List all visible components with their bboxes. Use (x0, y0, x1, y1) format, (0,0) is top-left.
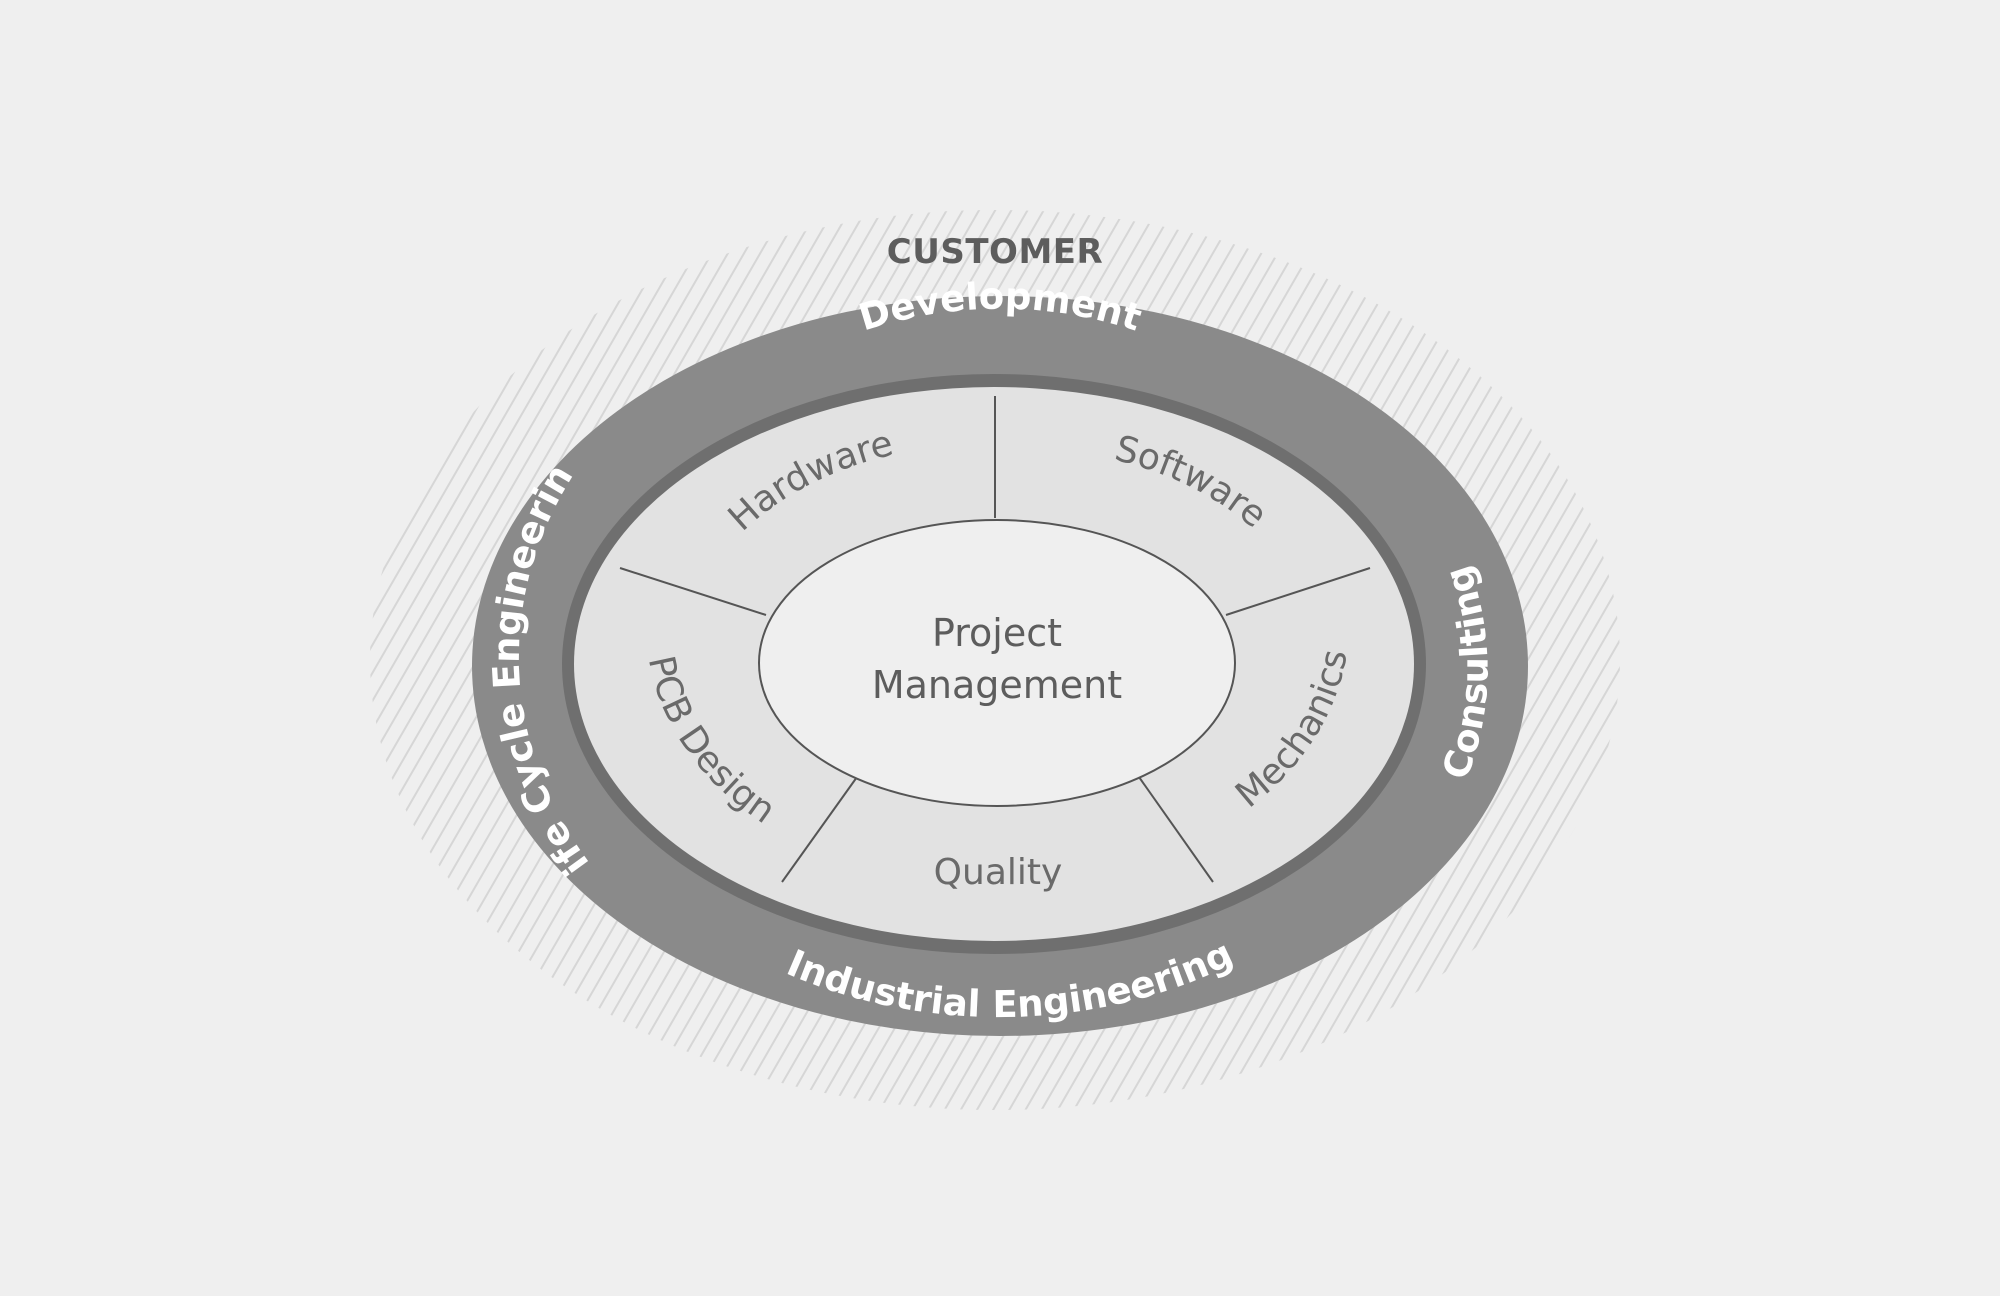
quality-label: Quality (934, 852, 1063, 893)
divider-left-upper (619, 567, 767, 616)
divider-right-upper (1225, 567, 1371, 616)
center-ellipse (758, 519, 1236, 807)
center-label-line1: Project (932, 611, 1062, 655)
segment-dividers (619, 396, 1371, 883)
divider-right-lower (1138, 776, 1214, 883)
divider-left-lower (781, 776, 858, 883)
center-label-line2: Management (872, 663, 1122, 707)
customer-label: CUSTOMER (887, 232, 1103, 272)
